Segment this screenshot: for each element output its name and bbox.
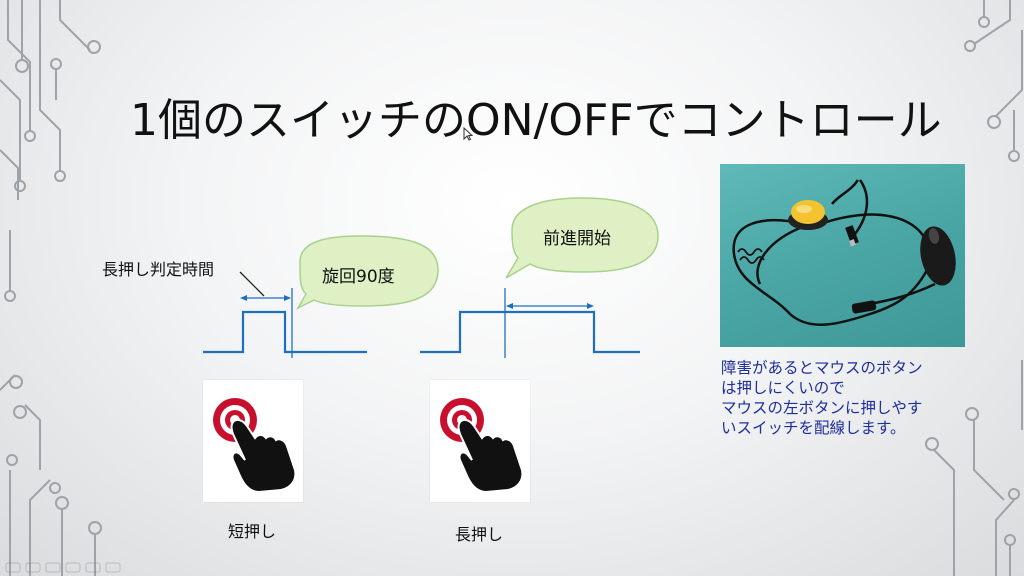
- short-press-label: 短押し: [228, 522, 277, 541]
- slideshow-toolbar[interactable]: [4, 560, 144, 574]
- description-line: は押しにくいので: [721, 379, 845, 397]
- circuit-decoration-right: [925, 0, 1023, 576]
- switch-and-mouse-image: [732, 179, 956, 326]
- description-line: いスイッチを配線します。: [721, 419, 906, 437]
- finger-press-icon: [213, 398, 297, 494]
- long-press-label: 長押し: [455, 525, 504, 544]
- description-line: 障害があるとマウスのボタン: [721, 359, 923, 377]
- bubble-forward-text: 前進開始: [543, 229, 611, 249]
- description-text: 障害があるとマウスのボタン は押しにくいので マウスの左ボタンに押しやす いスイ…: [721, 358, 981, 438]
- bubble-rotate-text: 旋回90度: [322, 267, 395, 287]
- long-press-card: [430, 380, 530, 502]
- slide-title: 1個のスイッチのON/OFFでコントロール: [130, 95, 942, 146]
- mouse-cursor-icon: [463, 127, 473, 141]
- finger-press-icon: [440, 398, 524, 494]
- switch-mouse-photo: [720, 164, 965, 347]
- description-line: マウスの左ボタンに押しやす: [721, 399, 923, 417]
- long-press-judgement-label: 長押し判定時間: [102, 260, 215, 279]
- circuit-decoration-left: [0, 0, 102, 576]
- short-press-card: [203, 380, 303, 502]
